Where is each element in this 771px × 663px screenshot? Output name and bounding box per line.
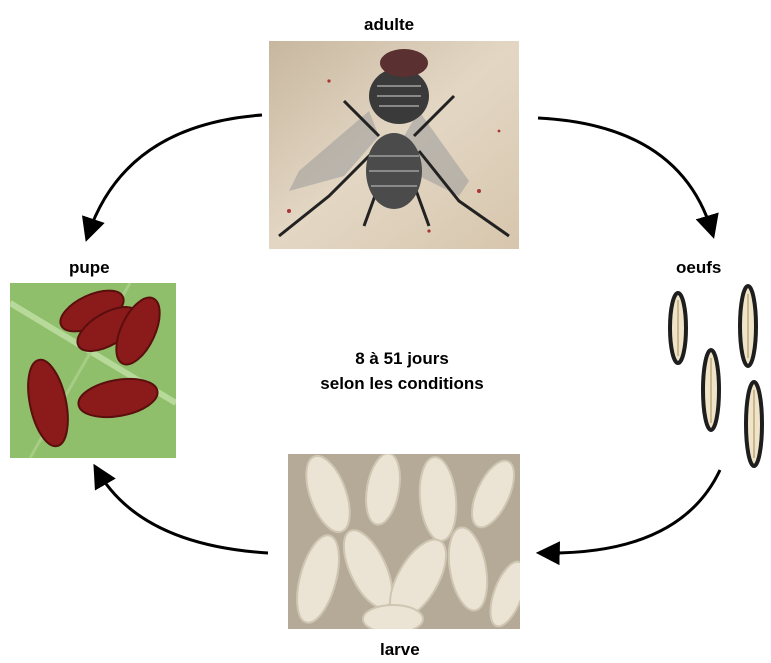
arrow-eggs-to-larva <box>543 470 720 553</box>
arrow-larva-to-pupa <box>97 470 268 553</box>
arrow-pupa-to-adult <box>88 115 262 235</box>
arrow-adult-to-eggs <box>538 118 712 232</box>
